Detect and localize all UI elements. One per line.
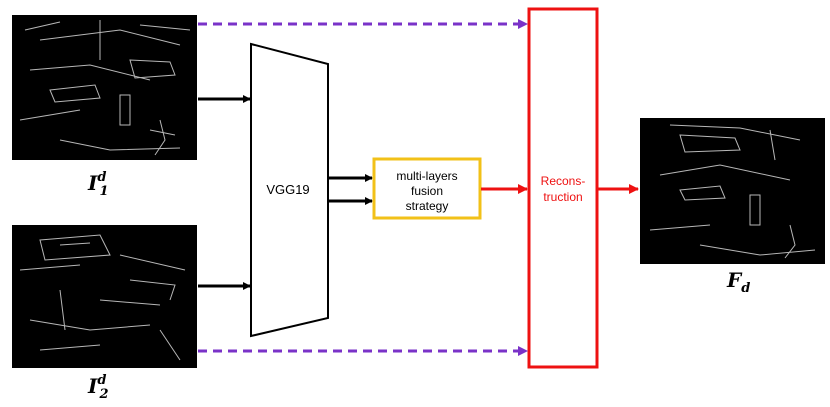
input-image-2 bbox=[12, 225, 197, 368]
reconstruction-line-2: truction bbox=[543, 190, 582, 204]
reconstruction-box bbox=[527, 7, 599, 369]
fusion-line-3: strategy bbox=[406, 199, 449, 213]
output-image bbox=[640, 118, 825, 264]
fusion-line-2: fusion bbox=[411, 184, 443, 198]
vgg19-label: VGG19 bbox=[266, 182, 309, 197]
fusion-line-1: multi-layers bbox=[396, 169, 457, 183]
output-label: Fd bbox=[726, 268, 750, 296]
fusion-strategy-box bbox=[372, 157, 482, 220]
reconstruction-line-1: Recons- bbox=[541, 174, 586, 188]
vgg19-encoder bbox=[250, 42, 329, 338]
input-image-1 bbox=[12, 15, 197, 160]
